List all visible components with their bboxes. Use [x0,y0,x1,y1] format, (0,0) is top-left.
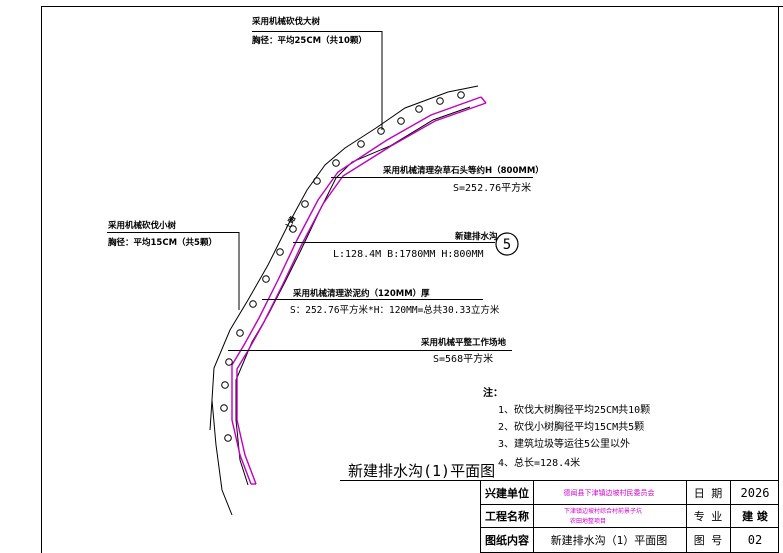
road-inner-edge [235,106,471,486]
note-item: 3、建筑垃圾等运往5公里以外 [498,437,630,450]
tree-marker [220,404,228,412]
note-item: 2、砍伐小树胸径平均15CM共5颗 [498,420,644,433]
tb-row1-label: 兴建单位 [485,486,529,500]
notes-block: 注： 1、砍伐大树胸径平均25CM共10颗 2、砍伐小树胸径平均15CM共5颗 … [483,386,650,469]
callout-silt: 采用机械清理淤泥约（120MM）厚 S：252.76平方米*H：120MM=总共… [262,288,500,316]
ditch-title: 新建排水沟 [455,231,498,242]
tb-row3-value: 新建排水沟（1）平面图 [551,533,668,547]
drainage-ditch-end-top [480,96,487,104]
note-item: 4、总长=128.4米 [498,456,580,469]
callout-ditch: 新建排水沟 L:128.4M B:1780MM H:800MM 5 [293,231,519,260]
drainage-ditch-line-b [236,102,487,485]
tree-marker [276,248,284,256]
small-trees-detail: 胸径：平均15CM（共5颗） [108,237,217,248]
tree-marker [436,97,444,105]
tree-marker [262,275,270,283]
leveling-area: S=568平方米 [433,352,493,365]
big-trees-title: 采用机械砍伐大树 [251,16,321,27]
road-far-edge [209,399,213,431]
tree-marker [225,358,233,366]
tree-marker [377,127,385,135]
tree-marker [236,329,244,337]
tb-row1-field-value: 2026 [741,486,770,500]
title-block-text: 兴建单位 德闻县下津镇边坡村民委员会 日 期 2026 工程名称 下津镇边坡村综… [485,486,769,547]
road-label: 土路 [283,213,298,230]
tree-marker [397,117,405,125]
ditch-number-circle [495,232,519,256]
tree-markers [220,91,465,442]
silt-detail: S：252.76平方米*H：120MM=总共30.33立方米 [290,304,500,316]
big-trees-detail: 胸径：平均25CM（共10颗） [252,35,367,46]
road-outer-edge [211,85,479,516]
tree-marker [457,91,465,99]
ditch-dims: L:128.4M B:1780MM H:800MM [333,249,484,260]
title-block [480,480,779,553]
clearing-title: 采用机械清理杂草石头等约H（800MM） [382,165,544,176]
silt-title: 采用机械清理淤泥约（120MM）厚 [292,288,430,299]
tb-row1-field: 日 期 [694,487,723,500]
tree-marker [357,140,365,148]
tb-row2-value-line1: 下津镇边坡村综合村前景子坑 [564,507,642,515]
tree-marker [221,381,229,389]
tree-marker [301,200,309,208]
ditch-number: 5 [503,237,511,253]
tb-row2-value-line2: 农田地整项目 [570,517,606,525]
leveling-title: 采用机械平整工作场地 [420,337,507,348]
tree-marker [313,177,321,185]
callout-leveling: 采用机械平整工作场地 S=568平方米 [228,337,512,365]
tb-row2-label: 工程名称 [485,509,529,523]
note-item: 1、砍伐大树胸径平均25CM共10颗 [498,403,650,416]
drawing-title: 新建排水沟(1)平面图 [348,462,495,480]
callout-small-trees: 采用机械砍伐小树 胸径：平均15CM（共5颗） [107,220,240,310]
tree-marker [289,225,297,233]
tb-row2-field: 专 业 [694,509,723,523]
small-trees-title: 采用机械砍伐小树 [107,220,177,231]
tree-marker [249,300,257,308]
tb-row2-field-value: 建 竣 [742,509,769,523]
drainage-ditch-line-a [231,96,482,485]
tree-marker [415,105,423,113]
tree-marker [332,159,340,167]
callout-big-trees: 采用机械砍伐大树 胸径：平均25CM（共10颗） [251,16,383,130]
tb-row3-field-value: 02 [748,533,762,547]
tree-marker [224,434,232,442]
clearing-area: S=252.76平方米 [453,181,531,194]
callout-clearing: 采用机械清理杂草石头等约H（800MM） S=252.76平方米 [331,165,544,194]
tb-row3-field: 图 号 [694,534,723,547]
tb-row1-value: 德闻县下津镇边坡村民委员会 [564,488,655,497]
notes-heading: 注： [483,386,503,399]
tb-row3-label: 图纸内容 [485,533,529,547]
